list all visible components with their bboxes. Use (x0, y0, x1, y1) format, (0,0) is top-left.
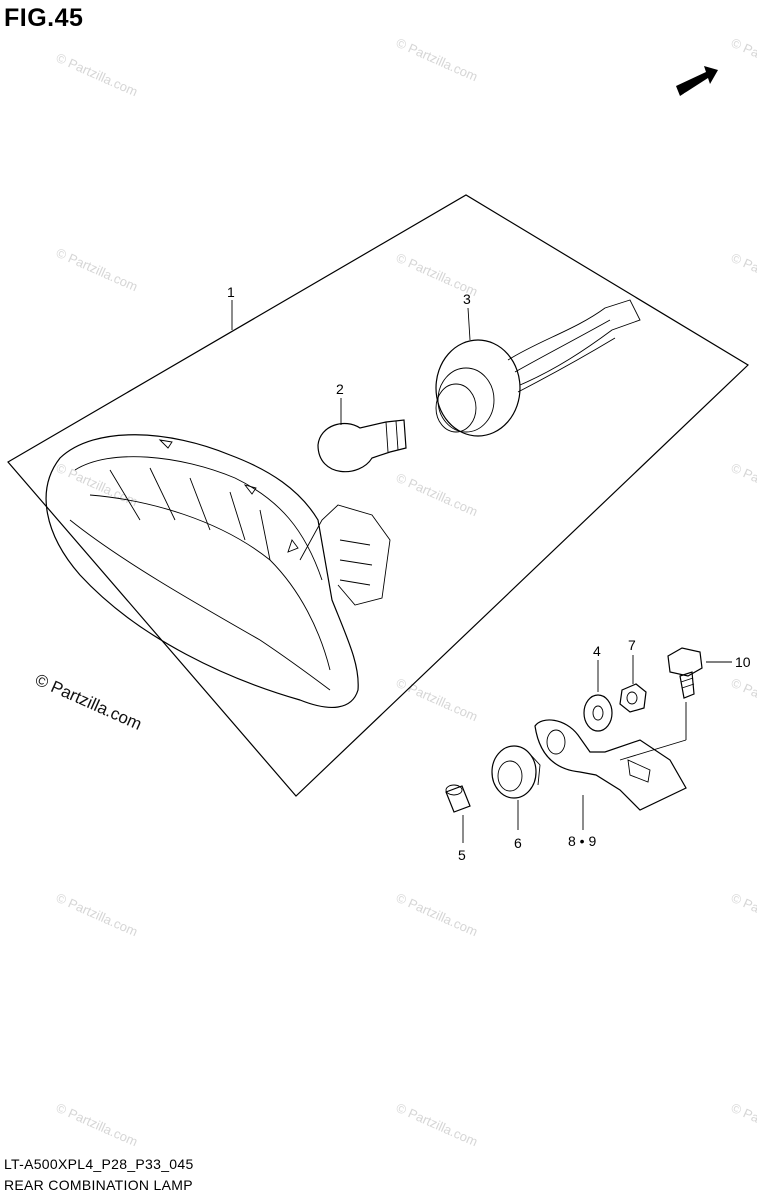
callout-2: 2 (336, 381, 344, 397)
nut (619, 683, 647, 713)
lamp-housing (45, 434, 391, 708)
callout-4: 4 (593, 643, 601, 659)
callout-7: 7 (628, 637, 636, 653)
collar (445, 784, 471, 813)
diagram-title: REAR COMBINATION LAMP (4, 1177, 193, 1193)
bulb-socket (435, 299, 641, 437)
assembly-boundary (7, 194, 749, 797)
bolt (667, 647, 703, 699)
washer (583, 694, 613, 732)
callout-1: 1 (227, 284, 235, 300)
callout-8-9: 8 • 9 (568, 833, 596, 849)
callout-5: 5 (458, 847, 466, 863)
callout-3: 3 (463, 291, 471, 307)
figure-label: FIG.45 (4, 4, 84, 32)
model-code: LT-A500XPL4_P28_P33_045 (4, 1156, 194, 1172)
leader-line (619, 739, 687, 761)
callout-10: 10 (735, 654, 751, 670)
callout-6: 6 (514, 835, 522, 851)
leader-line (467, 307, 471, 341)
grommet (491, 745, 541, 799)
bracket (534, 719, 687, 811)
bulb (317, 419, 407, 473)
fwd-arrow-icon: FWD (676, 66, 718, 100)
